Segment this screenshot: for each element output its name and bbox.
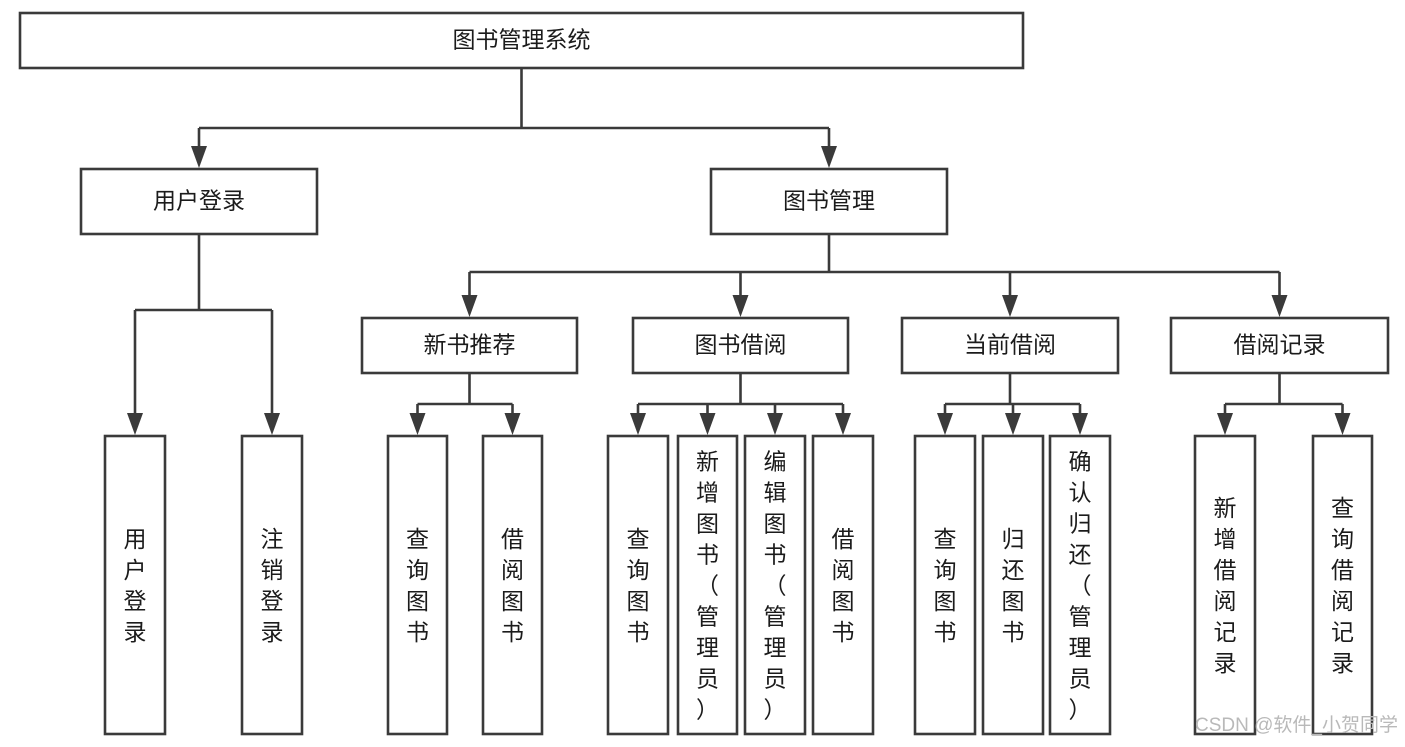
csdn-watermark: CSDN @软件_小贺同学 bbox=[1195, 714, 1398, 736]
node-current-borrow[interactable]: 当前借阅 bbox=[900, 316, 1120, 375]
node-box[interactable] bbox=[811, 434, 875, 736]
node-label: 新增借阅记录 bbox=[1214, 495, 1237, 676]
node-box[interactable] bbox=[631, 316, 850, 375]
node-box[interactable] bbox=[743, 434, 807, 736]
node-book-borrow[interactable]: 图书借阅 bbox=[631, 316, 850, 375]
node-box[interactable] bbox=[386, 434, 449, 736]
node-box[interactable] bbox=[1193, 434, 1257, 736]
node-leaf-return-book[interactable]: 归还图书 bbox=[981, 434, 1045, 736]
node-box[interactable] bbox=[676, 434, 739, 736]
node-book-manage[interactable]: 图书管理 bbox=[709, 167, 949, 236]
arrow-head-icon bbox=[191, 146, 207, 168]
arrow-head-icon bbox=[1271, 295, 1288, 317]
arrow-head-icon bbox=[264, 413, 280, 435]
arrow-head-icon bbox=[1217, 413, 1233, 435]
node-new-book-rec[interactable]: 新书推荐 bbox=[360, 316, 579, 375]
arrow-head-icon bbox=[835, 413, 851, 435]
node-label: 图书借阅 bbox=[695, 332, 787, 358]
node-leaf-query-book-2[interactable]: 查询图书 bbox=[606, 434, 670, 736]
node-leaf-query-book-1[interactable]: 查询图书 bbox=[386, 434, 449, 736]
node-leaf-borrow-book-1[interactable]: 借阅图书 bbox=[481, 434, 544, 736]
node-label: 图书管理 bbox=[783, 188, 875, 214]
node-box[interactable] bbox=[79, 167, 319, 236]
node-box[interactable] bbox=[240, 434, 304, 736]
arrow-head-icon bbox=[937, 413, 953, 435]
arrow-head-icon bbox=[1005, 413, 1021, 435]
node-box[interactable] bbox=[1048, 434, 1112, 736]
node-layer: 图书管理系统用户登录图书管理新书推荐图书借阅当前借阅借阅记录用户登录注销登录查询… bbox=[18, 11, 1390, 736]
node-label: 查询图书 bbox=[406, 526, 429, 645]
node-label: 借阅图书 bbox=[501, 526, 524, 645]
node-leaf-add-record[interactable]: 新增借阅记录 bbox=[1193, 434, 1257, 736]
node-box[interactable] bbox=[18, 11, 1025, 70]
arrow-head-icon bbox=[504, 413, 521, 435]
node-label: 借阅图书 bbox=[832, 526, 855, 645]
node-leaf-logout[interactable]: 注销登录 bbox=[240, 434, 304, 736]
node-box[interactable] bbox=[709, 167, 949, 236]
node-leaf-borrow-book-2[interactable]: 借阅图书 bbox=[811, 434, 875, 736]
arrow-head-icon bbox=[699, 413, 716, 435]
arrow-head-icon bbox=[767, 413, 783, 435]
node-label: 用户登录 bbox=[153, 188, 245, 214]
node-box[interactable] bbox=[900, 316, 1120, 375]
node-leaf-query-record[interactable]: 查询借阅记录 bbox=[1311, 434, 1374, 736]
node-label: 用户登录 bbox=[124, 526, 147, 645]
node-box[interactable] bbox=[1311, 434, 1374, 736]
arrow-head-icon bbox=[630, 413, 646, 435]
node-box[interactable] bbox=[981, 434, 1045, 736]
node-label: 编辑图书（管理员） bbox=[764, 449, 787, 723]
arrow-head-icon bbox=[732, 295, 749, 317]
node-leaf-add-book[interactable]: 新增图书（管理员） bbox=[676, 434, 739, 736]
node-box[interactable] bbox=[481, 434, 544, 736]
node-label: 查询图书 bbox=[627, 526, 650, 645]
node-label: 确认归还（管理员） bbox=[1069, 449, 1092, 723]
node-label: 归还图书 bbox=[1002, 526, 1025, 645]
node-label: 借阅记录 bbox=[1234, 332, 1326, 358]
node-label: 查询借阅记录 bbox=[1331, 495, 1354, 676]
arrow-head-icon bbox=[409, 413, 426, 435]
node-leaf-query-book-3[interactable]: 查询图书 bbox=[913, 434, 977, 736]
node-label: 新增图书（管理员） bbox=[696, 449, 719, 723]
node-box[interactable] bbox=[1169, 316, 1390, 375]
node-leaf-confirm-return[interactable]: 确认归还（管理员） bbox=[1048, 434, 1112, 736]
node-leaf-edit-book[interactable]: 编辑图书（管理员） bbox=[743, 434, 807, 736]
node-user-login[interactable]: 用户登录 bbox=[79, 167, 319, 236]
connector-layer bbox=[127, 68, 1351, 435]
arrow-head-icon bbox=[1002, 295, 1018, 317]
node-box[interactable] bbox=[606, 434, 670, 736]
node-label: 当前借阅 bbox=[964, 332, 1056, 358]
node-box[interactable] bbox=[913, 434, 977, 736]
arrow-head-icon bbox=[1334, 413, 1351, 435]
arrow-head-icon bbox=[461, 295, 478, 317]
node-label: 新书推荐 bbox=[424, 332, 516, 358]
node-borrow-record[interactable]: 借阅记录 bbox=[1169, 316, 1390, 375]
node-label: 查询图书 bbox=[934, 526, 957, 645]
node-box[interactable] bbox=[360, 316, 579, 375]
node-root[interactable]: 图书管理系统 bbox=[18, 11, 1025, 70]
arrow-head-icon bbox=[127, 413, 143, 435]
node-label: 图书管理系统 bbox=[453, 27, 591, 53]
arrow-head-icon bbox=[1072, 413, 1088, 435]
arrow-head-icon bbox=[821, 146, 837, 168]
node-box[interactable] bbox=[103, 434, 167, 736]
node-leaf-user-login[interactable]: 用户登录 bbox=[103, 434, 167, 736]
node-label: 注销登录 bbox=[261, 526, 284, 645]
